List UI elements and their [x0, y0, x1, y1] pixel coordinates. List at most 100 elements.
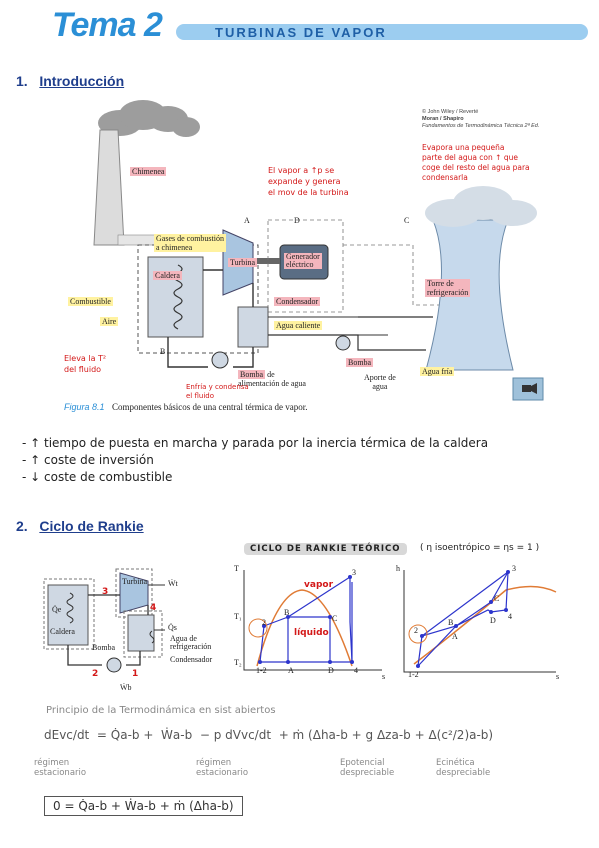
cycle-note: ( η isoentrópico = ηs = 1 ): [420, 543, 540, 553]
note-vapor-line: El vapor a ↑p se: [268, 166, 335, 175]
hs-diagram-svg: [403, 570, 557, 673]
label-aporte: Aporte de agua: [364, 373, 396, 391]
figure-copyright: © John Wiley / Reverté Moran / Shapiro F…: [422, 109, 539, 130]
note-enfria: Enfría y condensa el fluido: [186, 383, 249, 401]
label-agua-fria: Agua fría: [420, 367, 455, 376]
schem-label-agua-line2: refrigeración: [170, 642, 212, 651]
eq-note-2: régimen estacionario: [196, 758, 249, 778]
bullet-item: - ↑ tiempo de puesta en marcha y parada …: [22, 436, 489, 450]
boiler-shape: [147, 256, 204, 338]
label-generador-line2: eléctrico: [286, 260, 314, 269]
hs-point-1-2: 1-2: [408, 670, 419, 679]
hs-point-4: 4: [508, 612, 512, 621]
eq-note-4: Ecinética despreciable: [436, 758, 491, 778]
copyright-line: Fundamentos de Termodinámica Técnica 2ª …: [422, 123, 540, 129]
label-bomba-alim-line2: alimentación de agua: [238, 379, 306, 388]
eq-term4: + ṁ (Δha-b + g Δza-b + Δ(c²/2)a-b): [278, 728, 494, 742]
ts-label-t1: T₁: [234, 612, 242, 621]
note-enfria-line: el fluido: [186, 392, 214, 400]
caption-number: Figura 8.1: [64, 402, 105, 412]
page-subtitle: TURBINAS DE VAPOR: [215, 25, 387, 40]
schem-point-2: 2: [92, 669, 99, 679]
note-eleva-line: del fluido: [64, 365, 102, 374]
ts-diagram: T s vapor líquido T₁ T₂ 2 3 4 A B C D 1-…: [232, 562, 392, 682]
schem-label-agua-line1: Agua de: [170, 634, 197, 643]
label-b: B: [160, 347, 166, 356]
hs-axis-y: h: [396, 564, 400, 573]
label-torre-line2: refrigeración: [427, 288, 469, 297]
copyright-line: © John Wiley / Reverté: [422, 109, 479, 115]
hs-point-c: C: [494, 594, 500, 603]
cycle-heading: CICLO DE RANKIE TEÓRICO: [244, 543, 407, 555]
label-d: D: [294, 216, 300, 225]
energy-equation: dEvc/dt = Q̇a-b + Ẇa-b − p dVvc/dt + ṁ (…: [44, 728, 493, 742]
label-chimenea: Chimenea: [130, 167, 167, 176]
note-eleva-line: Eleva la T²: [64, 354, 107, 363]
label-generador-line1: Generador: [286, 252, 320, 261]
schem-label-wb: Ẇb: [120, 683, 132, 692]
label-aporte-line2: agua: [372, 382, 388, 391]
note-evapora-line: Evapora una pequeña: [422, 143, 505, 152]
ts-point-a: A: [288, 666, 294, 675]
rankine-schematic: Turbina Caldera Bomba Agua de refrigerac…: [40, 565, 230, 695]
principle-text: Principio de la Termodinámica en sist ab…: [46, 705, 276, 716]
ts-diagram-svg: [243, 570, 382, 671]
smoke-cloud: [98, 100, 200, 137]
hs-point-2: 2: [414, 626, 418, 635]
eq-note-3: Epotencial despreciable: [340, 758, 395, 778]
hs-point-3: 3: [512, 564, 516, 573]
copyright-line: Moran / Shapiro: [422, 116, 464, 122]
schem-label-agua: Agua de refrigeración: [170, 635, 211, 651]
schem-label-turbina: Turbina: [122, 577, 148, 586]
ts-point-2: 2: [262, 618, 266, 627]
label-gases-line1: Gases de combustión: [156, 234, 224, 243]
chimney-shape: [93, 129, 125, 246]
ts-point-c: C: [332, 614, 338, 623]
schem-label-caldera: Caldera: [50, 627, 75, 636]
condenser-shape: [237, 306, 269, 348]
note-vapor-line: expande y genera: [268, 177, 341, 186]
note-evapora-line: coge del resto del agua para: [422, 163, 530, 172]
section2-title: Ciclo de Rankie: [39, 518, 144, 534]
caption-text: Componentes básicos de una central térmi…: [112, 402, 308, 412]
schem-label-qe: Q̇e: [52, 605, 62, 614]
label-condensador: Condensador: [274, 297, 321, 306]
label-agua-caliente: Agua caliente: [274, 321, 323, 330]
ts-axis-y: T: [234, 564, 239, 573]
label-gases: Gases de combustión a chimenea: [154, 234, 226, 252]
ts-label-t2: T₂: [234, 658, 242, 667]
label-aporte-line1: Aporte de: [364, 373, 396, 382]
note-evapora-line: condensarla: [422, 173, 468, 182]
label-aire: Aire: [100, 317, 119, 326]
ts-point-d: D: [328, 666, 334, 675]
label-combustible: Combustible: [68, 297, 113, 306]
hs-point-b: B: [448, 618, 454, 627]
ts-point-3: 3: [352, 568, 356, 577]
schem-point-3: 3: [102, 587, 109, 597]
power-plant-figure: © John Wiley / Reverté Moran / Shapiro F…: [58, 95, 588, 420]
figure1-caption: Figura 8.1 Componentes básicos de una ce…: [64, 402, 307, 412]
ts-label-liquido: líquido: [294, 628, 329, 638]
note-evapora: Evapora una pequeña parte del agua con ↑…: [422, 143, 530, 183]
eq-lhs: dEvc/dt: [44, 728, 90, 742]
note-vapor-line: el mov de la turbina: [268, 188, 349, 197]
schem-point-1: 1: [132, 669, 139, 679]
label-bomba-alim-de: de: [267, 370, 275, 379]
ts-axis-x: s: [382, 672, 386, 681]
bullet-item: - ↑ coste de inversión: [22, 453, 154, 467]
page-title: Tema 2: [52, 6, 163, 44]
eq-term3: − p dVvc/dt: [199, 728, 272, 742]
eq-term2: Ẇa-b: [161, 728, 193, 742]
label-torre: Torre de refrigeración: [425, 279, 471, 297]
ts-point-4: 4: [354, 666, 358, 675]
schem-point-4: 4: [150, 603, 157, 613]
bullet-list: - ↑ tiempo de puesta en marcha y parada …: [22, 435, 488, 486]
note-vapor: El vapor a ↑p se expande y genera el mov…: [268, 165, 349, 198]
section1-title: Introducción: [39, 73, 125, 89]
note-eleva: Eleva la T² del fluido: [64, 353, 106, 375]
ts-point-b: B: [284, 608, 290, 617]
section2-number: 2.: [16, 518, 28, 534]
feed-pump-shape: [211, 351, 229, 369]
ts-label-vapor: vapor: [304, 580, 334, 590]
note-enfria-line: Enfría y condensa: [186, 383, 249, 391]
